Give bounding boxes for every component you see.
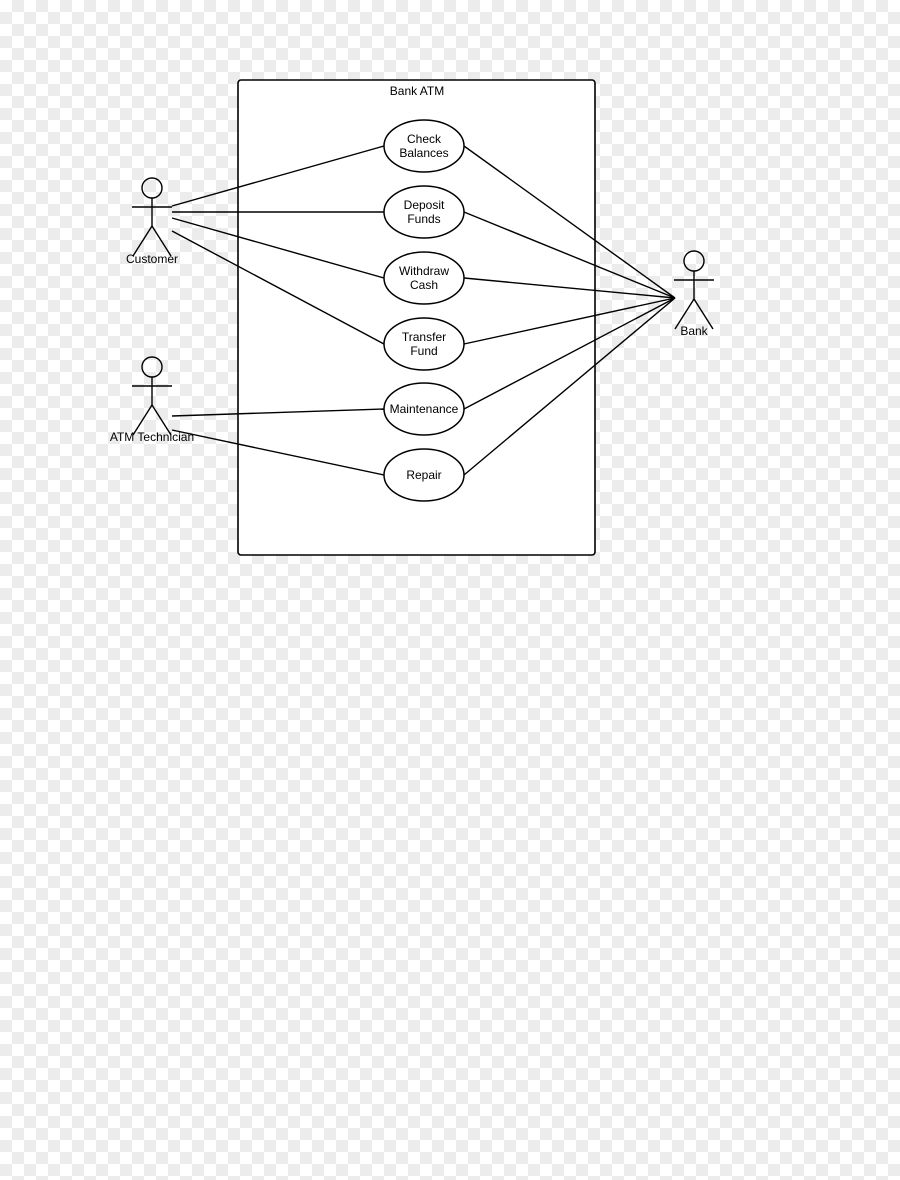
association-customer-check <box>171 145 385 207</box>
association-customer-transfer <box>171 230 385 345</box>
use-cases: CheckBalancesDepositFundsWithdrawCashTra… <box>383 119 465 502</box>
use-case-label: Withdraw <box>399 264 449 278</box>
association-check-bank <box>463 145 676 299</box>
association-customer-withdraw <box>171 217 385 279</box>
use-case-label: Balances <box>399 146 448 160</box>
association-transfer-bank <box>463 297 676 345</box>
system-title: Bank ATM <box>390 84 444 98</box>
association-withdraw-bank <box>463 277 676 299</box>
actor-label: ATM Technician <box>110 430 194 444</box>
actor-technician: ATM Technician <box>110 356 194 444</box>
use-case-label: Maintenance <box>390 402 459 416</box>
use-case-ellipse <box>383 448 465 502</box>
use-case-label: Funds <box>407 212 440 226</box>
actor-bank: Bank <box>674 250 714 338</box>
association-technician-repair <box>171 429 385 476</box>
use-case-ellipse <box>383 382 465 436</box>
actor-left-leg <box>674 298 695 330</box>
use-case-label: Cash <box>410 278 438 292</box>
actor-right-leg <box>693 298 714 330</box>
actor-left-leg <box>132 404 153 436</box>
actor-head <box>683 250 705 272</box>
use-case-ellipse <box>383 185 465 239</box>
use-case-label: Fund <box>410 344 437 358</box>
use-case-ellipse <box>383 251 465 305</box>
actor-label: Bank <box>680 324 708 338</box>
actor-right-leg <box>151 404 172 436</box>
actor-right-leg <box>151 225 172 257</box>
association-maintenance-bank <box>463 297 676 410</box>
use-case-label: Check <box>407 132 442 146</box>
system-boundary <box>237 79 596 556</box>
actor-head <box>141 356 163 378</box>
association-technician-maintenance <box>171 408 385 417</box>
use-case-label: Transfer <box>402 330 446 344</box>
use-case-label: Deposit <box>404 198 445 212</box>
association-repair-bank <box>463 297 676 476</box>
use-case-maintenance: Maintenance <box>383 382 465 436</box>
use-case-ellipse <box>383 119 465 173</box>
use-case-label: Repair <box>406 468 441 482</box>
actor-label: Customer <box>126 252 178 266</box>
association-deposit-bank <box>463 211 676 299</box>
actor-customer: Customer <box>126 177 178 266</box>
associations <box>171 145 676 476</box>
use-case-repair: Repair <box>383 448 465 502</box>
actor-head <box>141 177 163 199</box>
actor-left-leg <box>132 225 153 257</box>
use-case-ellipse <box>383 317 465 371</box>
